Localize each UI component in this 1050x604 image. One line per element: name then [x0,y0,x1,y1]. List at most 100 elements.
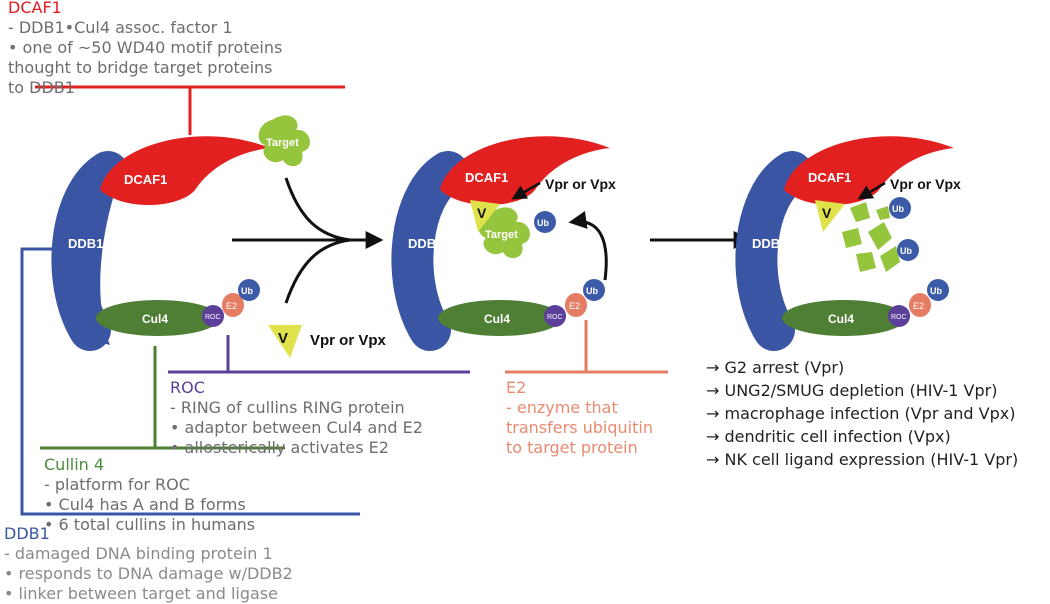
cullin4-callout-text: Cullin 4 - platform for ROC • Cul4 has A… [44,455,255,535]
ub-shape-3a [927,279,949,301]
cul4-shape [96,300,220,336]
fragment [868,222,892,250]
roc-callout-text: ROC - RING of cullins RING protein • ada… [170,378,423,458]
vpr-vpx-label: Vpr or Vpx [310,332,387,349]
v-shape-3 [815,200,845,232]
target-free: Target [258,115,310,167]
cul4-label-3: Cul4 [828,312,854,326]
ub-shape-3c [897,239,919,261]
outcome-item: → NK cell ligand expression (HIV-1 Vpr) [706,450,1019,469]
v-shape-2 [470,200,500,232]
converging-arrow-top [284,177,351,242]
e2-callout-name: E2 [506,378,527,397]
roc-shape-3 [888,305,910,327]
cul4-shape-3 [782,300,906,336]
converging-arrow [232,177,384,304]
target-shape [258,115,310,167]
ddb1-label: DDB1 [68,236,103,251]
e2-callout-line-1: transfers ubiquitin [506,418,653,437]
roc-label-2: ROC [547,314,563,321]
vpr-vpx-label-3: Vpr or Vpx [890,176,961,192]
dcaf1-label: DCAF1 [124,172,167,187]
outcome-item: → dendritic cell infection (Vpx) [706,427,951,446]
e2-label-2: E2 [569,301,580,311]
outcome-item: → macrophage infection (Vpr and Vpx) [706,404,1016,423]
ub-shape-2b [534,211,556,233]
callout-lines [20,85,668,516]
converging-arrow-bottom [284,238,351,304]
e2-label-3: E2 [913,301,924,311]
fragment [842,228,862,248]
ub-label-2b: Ub [537,218,549,228]
ub-label-2a: Ub [586,286,598,296]
dcaf1-callout-line-3: to DDB1 [8,78,75,97]
v-free: V Vpr or Vpx [268,325,387,358]
dcaf1-label-2: DCAF1 [465,170,508,185]
cullin4-callout-line-2: • 6 total cullins in humans [44,515,256,534]
ub-shape-3b [889,197,911,219]
cullin4-callout-desc: - platform for ROC [44,475,190,494]
vpr-arrow-3 [857,181,886,200]
complex-1: DDB1 DCAF1 Cul4 ROC E2 Ub [51,136,270,351]
dcaf1-shape-3 [784,136,954,206]
ddb1-callout-line-2: • linker between target and ligase [4,584,278,603]
cullin4-callout-line [40,346,285,450]
ddb1-label-3: DDB1 [752,236,787,251]
roc-callout-name: ROC [170,378,205,397]
outcomes-list: → G2 arrest (Vpr) → UNG2/SMUG depletion … [706,356,1018,471]
dcaf1-callout-name: DCAF1 [8,0,62,17]
roc-shape [202,305,224,327]
ddb1-shape-2 [391,151,469,351]
dcaf1-callout-text: DCAF1 - DDB1•Cul4 assoc. factor 1 • one … [8,0,282,98]
target-label: Target [266,137,299,149]
target-label-2: Target [485,229,518,241]
ub-shape-2a [583,279,605,301]
cullin4-callout-line-1: • Cul4 has A and B forms [44,495,246,514]
e2-shape-3 [909,293,931,317]
ddb1-callout-name: DDB1 [4,524,50,543]
fragment [850,202,870,222]
roc-label-3: ROC [891,314,907,321]
target-fragments [842,202,900,272]
ddb1-callout-desc: - damaged DNA binding protein 1 [4,544,273,563]
vpr-vpx-label-2: Vpr or Vpx [545,176,616,192]
fragment [876,206,890,220]
e2-callout-line [505,320,668,374]
e2-callout-line-2: to target protein [506,438,638,457]
v-shape [268,325,302,358]
dcaf1-shape-2 [440,136,610,206]
complex-2: DDB1 DCAF1 Cul4 ROC E2 Ub Target V Ub Vp… [391,136,616,351]
cullin4-callout-name: Cullin 4 [44,455,105,474]
ub-transfer-arrow [568,211,608,281]
e2-label: E2 [226,301,237,311]
e2-callout-desc: - enzyme that [506,398,618,417]
ddb1-callout-line-1: • responds to DNA damage w/DDB2 [4,564,293,583]
ub-label: Ub [241,286,253,296]
dcaf1-shape [100,136,270,206]
roc-label: ROC [205,314,221,321]
ddb1-label-2: DDB1 [408,236,443,251]
ub-label-3a: Ub [930,286,942,296]
complex-3: DDB1 DCAF1 Cul4 ROC E2 Ub V Vpr or Vpx U… [735,136,961,351]
roc-shape-2 [544,305,566,327]
dcaf1-callout-desc: - DDB1•Cul4 assoc. factor 1 [8,18,233,37]
fragment [856,252,876,272]
ub-label-3b: Ub [892,204,904,214]
roc-callout-desc: - RING of cullins RING protein [170,398,405,417]
e2-shape [222,293,244,317]
v-label-2: V [477,205,487,221]
v-label-3: V [822,205,832,221]
outcome-item: → UNG2/SMUG depletion (HIV-1 Vpr) [706,381,998,400]
e2-shape-2 [565,293,587,317]
ddb1-callout-line [20,247,360,516]
ub-shape [238,279,260,301]
vpr-arrow-2 [511,181,541,200]
dcaf1-callout-line-2: thought to bridge target proteins [8,58,273,77]
roc-callout-line-1: • adaptor between Cul4 and E2 [170,418,423,437]
ddb1-shape-3 [735,151,813,351]
v-label: V [278,330,288,347]
ddb1-shape-outline [51,151,129,351]
roc-callout-line [168,335,470,374]
roc-callout-line-2: • allosterically activates E2 [170,438,389,457]
ub-label-3c: Ub [900,246,912,256]
